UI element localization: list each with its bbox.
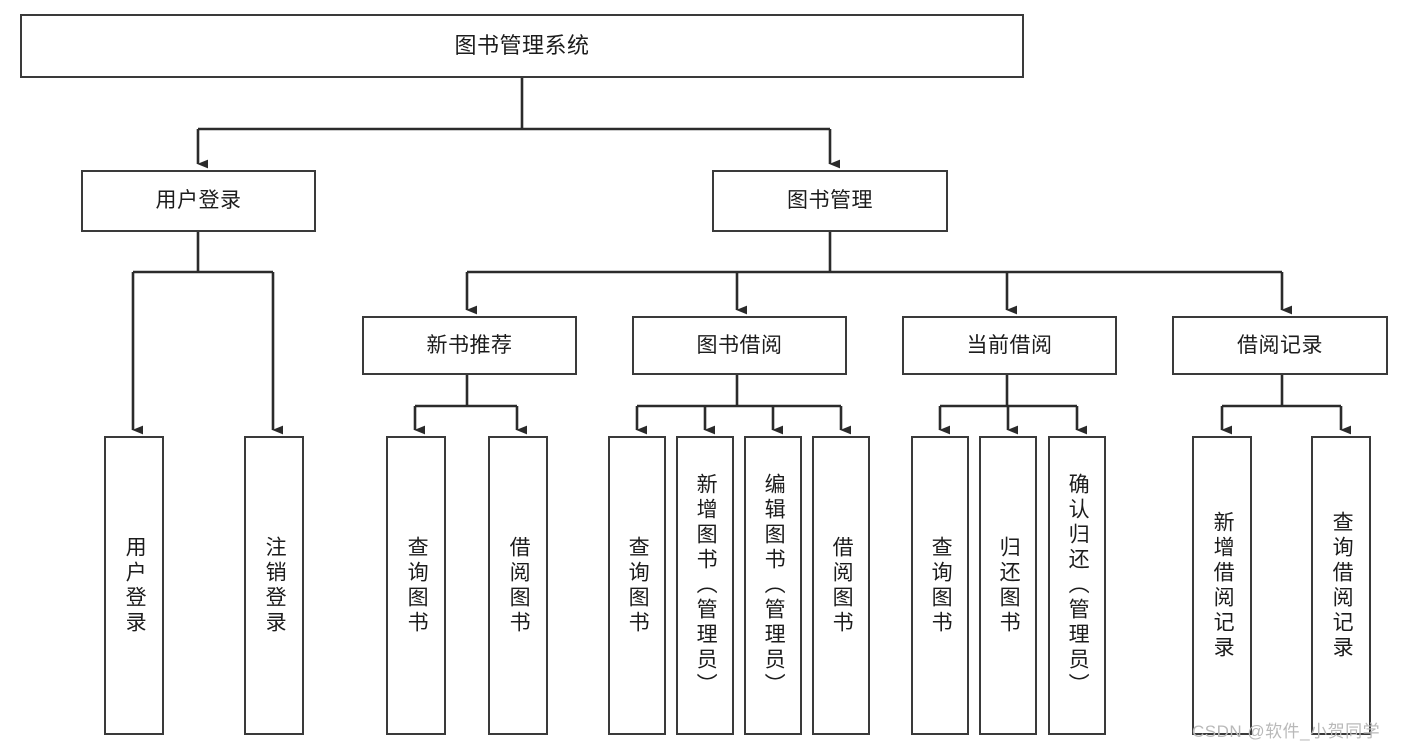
node-leaf-query-record[interactable]: 查询借阅记录 bbox=[1311, 436, 1371, 735]
node-borrow-record[interactable]: 借阅记录 bbox=[1172, 316, 1388, 375]
node-leaf-edit-book[interactable]: 编辑图书（管理员） bbox=[744, 436, 802, 735]
node-leaf-add-book-label: 新增图书（管理员） bbox=[694, 473, 718, 698]
node-leaf-borrow-book-2[interactable]: 借阅图书 bbox=[812, 436, 870, 735]
node-leaf-query-book-1[interactable]: 查询图书 bbox=[386, 436, 446, 735]
node-leaf-confirm-return[interactable]: 确认归还（管理员） bbox=[1048, 436, 1106, 735]
csdn-watermark: CSDN @软件_小贺同学 bbox=[1192, 722, 1381, 741]
node-leaf-borrow-book-2-label: 借阅图书 bbox=[830, 535, 854, 636]
node-leaf-confirm-return-label: 确认归还（管理员） bbox=[1066, 473, 1090, 698]
node-leaf-add-record[interactable]: 新增借阅记录 bbox=[1192, 436, 1252, 735]
node-leaf-borrow-book-1[interactable]: 借阅图书 bbox=[488, 436, 548, 735]
node-leaf-add-record-label: 新增借阅记录 bbox=[1211, 510, 1235, 661]
node-root[interactable]: 图书管理系统 bbox=[20, 14, 1024, 78]
node-leaf-add-book[interactable]: 新增图书（管理员） bbox=[676, 436, 734, 735]
node-leaf-logout-login[interactable]: 注销登录 bbox=[244, 436, 304, 735]
node-leaf-return-book[interactable]: 归还图书 bbox=[979, 436, 1037, 735]
node-leaf-query-book-2[interactable]: 查询图书 bbox=[608, 436, 666, 735]
node-book-borrow-label: 图书借阅 bbox=[696, 333, 783, 357]
node-user-login[interactable]: 用户登录 bbox=[81, 170, 316, 232]
node-book-borrow[interactable]: 图书借阅 bbox=[632, 316, 847, 375]
node-leaf-query-book-3[interactable]: 查询图书 bbox=[911, 436, 969, 735]
node-new-book-recommend-label: 新书推荐 bbox=[426, 333, 513, 357]
node-book-manage-label: 图书管理 bbox=[787, 189, 873, 213]
node-user-login-label: 用户登录 bbox=[155, 189, 242, 213]
node-leaf-logout-login-label: 注销登录 bbox=[263, 535, 287, 636]
node-current-borrow-label: 当前借阅 bbox=[966, 333, 1053, 357]
node-leaf-query-book-2-label: 查询图书 bbox=[626, 535, 650, 636]
node-leaf-return-book-label: 归还图书 bbox=[997, 535, 1021, 636]
node-borrow-record-label: 借阅记录 bbox=[1237, 333, 1323, 357]
node-leaf-borrow-book-1-label: 借阅图书 bbox=[507, 535, 531, 636]
node-new-book-recommend[interactable]: 新书推荐 bbox=[362, 316, 577, 375]
node-leaf-query-book-3-label: 查询图书 bbox=[929, 535, 953, 636]
node-leaf-query-record-label: 查询借阅记录 bbox=[1330, 510, 1354, 661]
node-leaf-edit-book-label: 编辑图书（管理员） bbox=[762, 473, 786, 698]
node-book-manage[interactable]: 图书管理 bbox=[712, 170, 948, 232]
node-leaf-query-book-1-label: 查询图书 bbox=[405, 535, 429, 636]
node-current-borrow[interactable]: 当前借阅 bbox=[902, 316, 1117, 375]
node-root-label: 图书管理系统 bbox=[454, 32, 590, 58]
node-leaf-user-login-label: 用户登录 bbox=[123, 535, 147, 636]
node-leaf-user-login[interactable]: 用户登录 bbox=[104, 436, 164, 735]
